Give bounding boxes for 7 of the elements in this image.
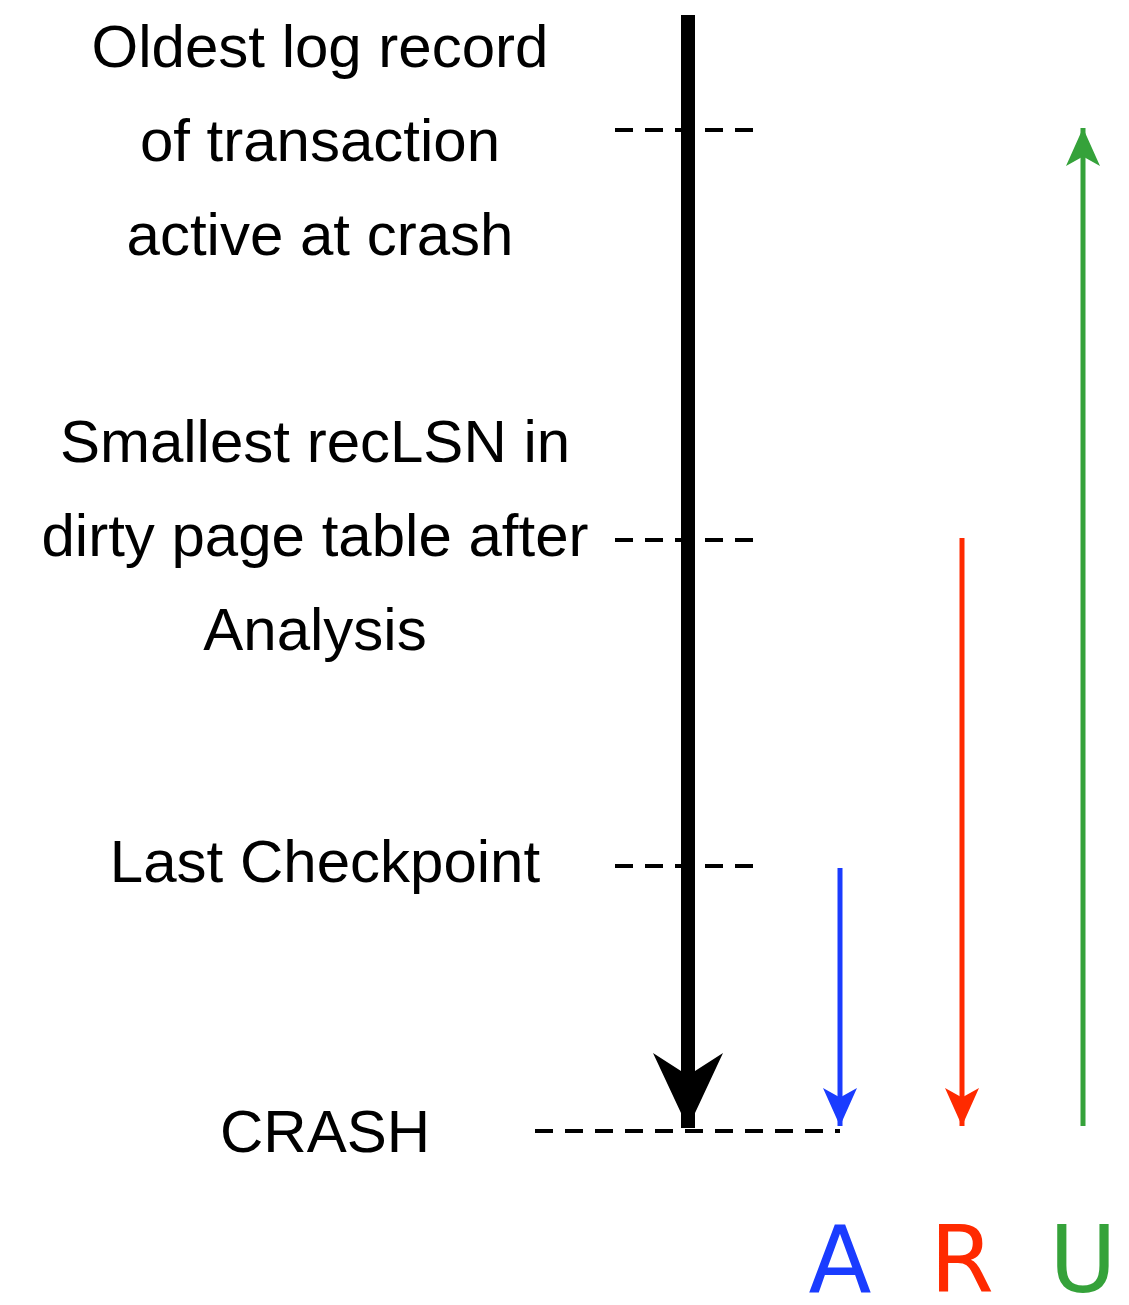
- log-point-label: Smallest recLSN in dirty page table after Analysis: [20, 395, 610, 677]
- phase-letter: U: [1048, 1215, 1118, 1305]
- crash-label: CRASH: [180, 1085, 470, 1179]
- phase-letter: R: [929, 1215, 995, 1305]
- log-point-label: Last Checkpoint: [40, 815, 610, 909]
- phase-letter: A: [807, 1215, 873, 1305]
- log-point-label: Oldest log record of transaction active at crash: [60, 0, 580, 282]
